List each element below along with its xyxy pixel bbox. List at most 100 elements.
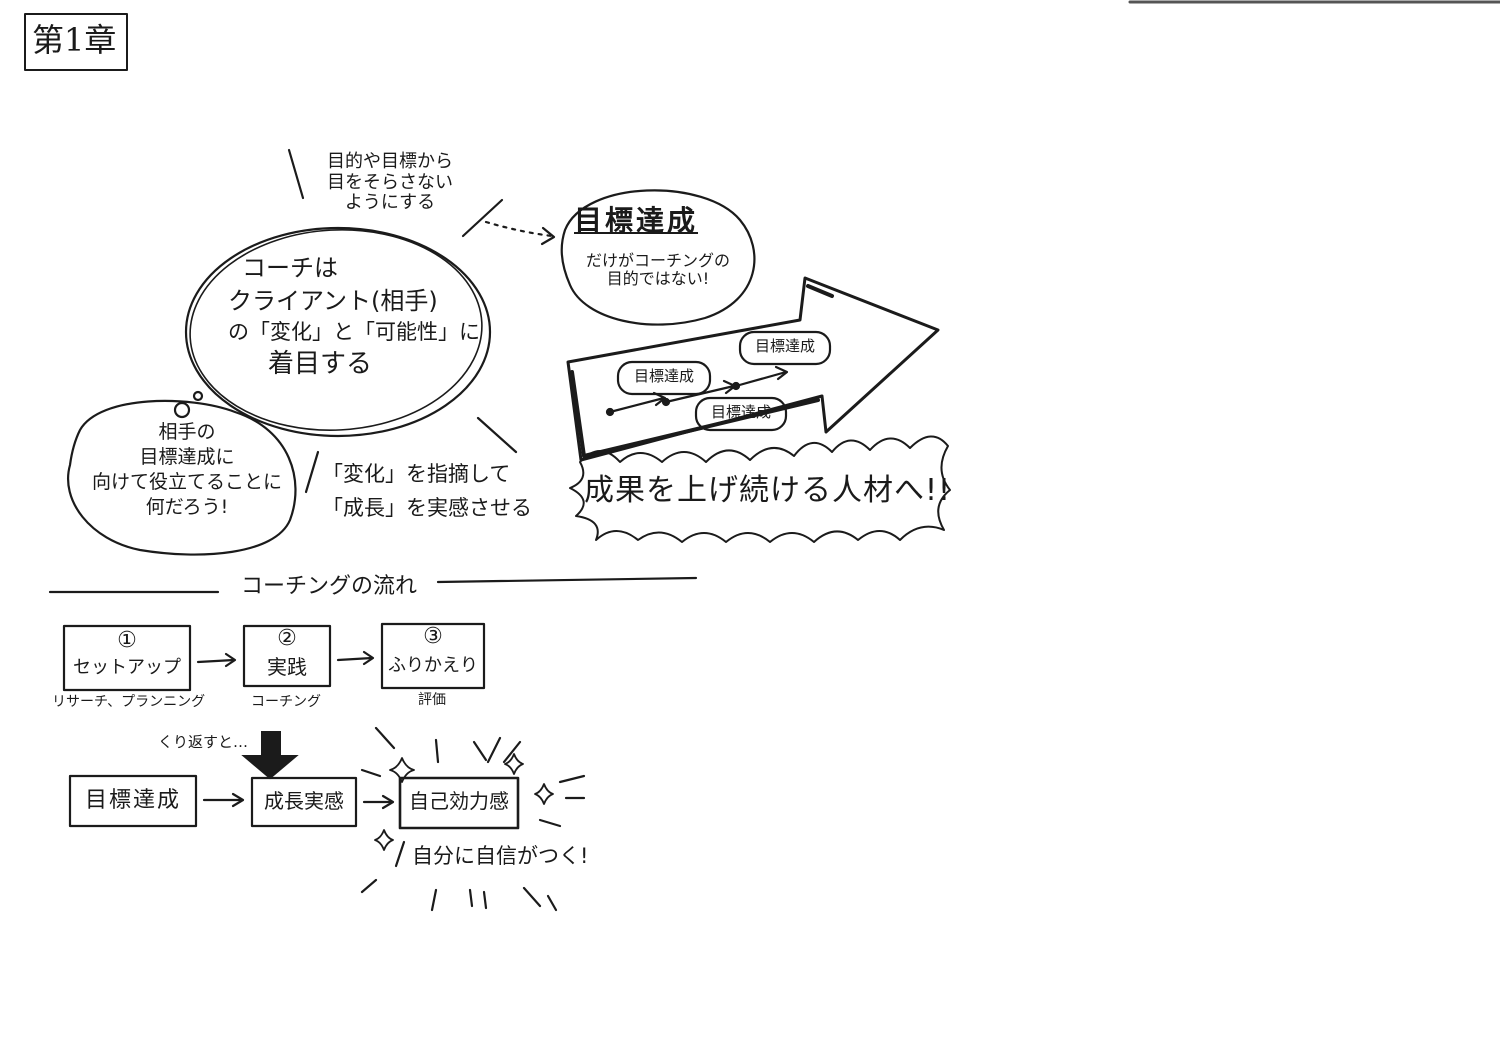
bottom-arrow-1-head [231,792,245,808]
center-bubble [184,226,492,438]
repeat-label: くり返すと… [158,733,249,751]
goal-sub-line-2: 目的ではない! [606,269,710,289]
step-3-label: ふりかえり [388,655,478,676]
inner-dot-2 [661,397,671,407]
thought-line-2: 目標達成に [139,446,235,469]
dotted-arrow [484,220,554,238]
bottom-box-1-frame [68,774,198,828]
goal-title: 目標達成 [574,204,699,237]
step-2-number: ② [277,626,297,651]
inner-dot-3 [731,381,741,391]
thought-dot-large [173,401,191,419]
center-line-1: コーチは [242,254,338,282]
burst-line [558,774,586,784]
top-note-tick [287,148,305,200]
burst-line [502,740,522,764]
inner-arrow-1 [608,396,666,414]
center-tick-right [476,416,518,454]
step-1-caption: リサーチ、プランニング [52,694,206,710]
burst-line [546,894,558,912]
big-arrow-shadow [570,370,820,458]
step-3-number: ③ [423,624,443,649]
burst-line [472,740,488,762]
bottom-arrow-2-head [381,794,395,810]
step-arrow-1-head [224,652,237,668]
dotted-arrow-head [540,226,556,246]
burst-line [468,888,474,908]
burst-line [522,886,542,908]
badge-2-frame [738,330,832,366]
bottom-box-2-frame [250,776,358,828]
step-1-number: ① [117,628,137,653]
center-bubble-text: コーチは クライアント(相手) の「変化」と「可能性」に 着目する [228,252,480,383]
thought-bubble-text: 相手の 目標達成に 向けて役立てることに 何だろう! [82,420,292,520]
result-banner-outline [569,435,951,543]
bottom-box-3-frame [398,776,520,830]
sparkle-icon [534,783,554,805]
top-note: 目的や目標から 目をそらさない ようにする [300,151,480,214]
top-note-slash [461,198,504,238]
center-line-3: の「変化」と「可能性」に [228,320,480,345]
burst-line [538,818,562,828]
burst-line [360,768,382,778]
center-line-4: 着目する [268,349,373,380]
goal-bubble [560,189,756,326]
center-tick-left [304,450,320,494]
step-1-label: セットアップ [73,657,181,678]
flow-line-right [436,576,698,584]
flow-title: コーチングの流れ [240,574,417,599]
bottom-box-2-label: 成長実感 [264,789,344,813]
change-line-1: 「変化」を指摘して [322,462,511,486]
burst-line [360,878,378,894]
thought-line-1: 相手の [158,421,216,443]
center-bubble-outline [189,229,483,431]
arrow-badge-1: 目標達成 [633,367,694,385]
chapter-label: 第1章 [32,21,117,59]
thought-line-4: 何だろう! [145,496,229,519]
step-arrow-1 [196,658,236,664]
sparkle-icon [504,753,524,775]
thought-dot-small [192,390,204,402]
top-note-line-3: ようにする [344,192,436,214]
goal-sub: だけがコーチングの 目的ではない! [568,251,748,289]
burst-line [482,890,488,910]
result-banner: 成果を上げ続ける人材へ!! [584,473,952,508]
top-note-line-1: 目的や目標から [327,151,453,172]
big-arrow [566,276,940,462]
arrow-badge-2: 目標達成 [754,337,815,355]
inner-dot-1 [605,407,615,417]
goal-sub-line-1: だけがコーチングの [585,251,730,270]
step-arrow-2-head [362,650,375,666]
badge-1-frame [616,360,712,396]
step-3-caption: 評価 [418,692,446,708]
bold-down-arrow [241,731,299,780]
inner-arrow-3 [734,370,788,388]
thought-bubble [67,399,297,556]
change-line-2: 「成長」を実感させる [322,495,532,520]
center-line-2: クライアント(相手) [228,287,438,316]
step-arrow-2 [336,656,374,662]
thought-line-3: 向けて役立てることに [91,471,282,494]
confidence-slash [394,840,406,868]
badge-3-frame [694,396,788,432]
chapter-box [24,13,128,71]
step-2-frame [242,624,332,688]
burst-line [434,738,440,764]
top-note-line-2: 目をそらさない [327,171,453,193]
bottom-box-3-label: 自己効力感 [409,789,509,813]
sparkle-icon [374,829,394,851]
confidence-note: 自分に自信がつく! [412,844,589,868]
step-1-frame [62,624,192,692]
burst-line [486,736,502,764]
arrow-badge-3: 目標達成 [710,403,771,421]
change-note: 「変化」を指摘して 「成長」を実感させる [322,458,532,525]
bottom-box-1-label: 目標達成 [84,788,181,813]
sparkle-icon [389,757,415,783]
step-2-label: 実践 [267,655,307,679]
inner-arrow-3-head [774,365,789,381]
burst-line [374,726,396,750]
step-2-caption: コーチング [251,694,321,710]
burst-line [430,888,438,912]
